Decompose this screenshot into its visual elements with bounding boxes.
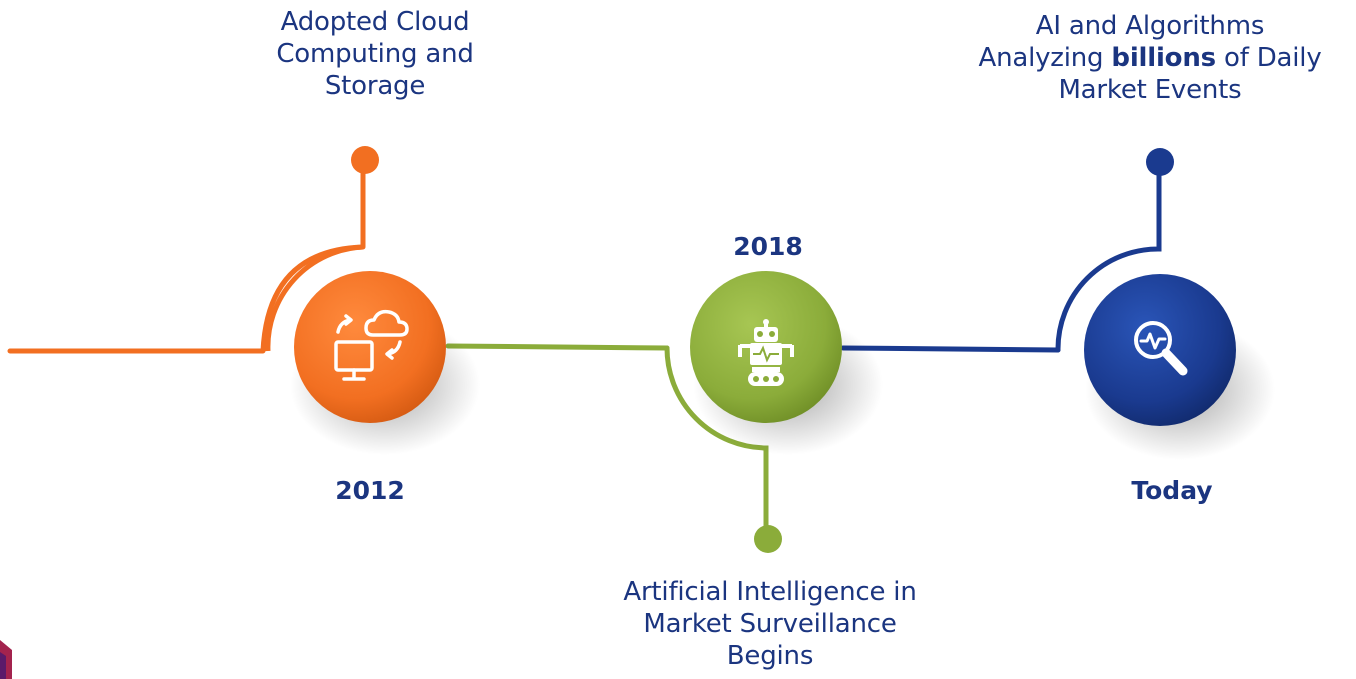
dot-orange: [351, 146, 379, 174]
caption-text: of Daily: [1215, 43, 1322, 73]
caption-today: AI and Algorithms Analyzing billions of …: [950, 10, 1350, 106]
dot-green: [754, 525, 782, 553]
year-label-today: Today: [1131, 476, 1213, 505]
dot-blue: [1146, 148, 1174, 176]
cloud-computing-icon: [334, 309, 409, 381]
caption-line: AI and Algorithms: [1035, 11, 1265, 41]
caption-2012: Adopted Cloud Computing and Storage: [220, 6, 530, 102]
connector-blue: [840, 345, 1061, 353]
caption-line: Begins: [726, 641, 814, 671]
arc-blue: [1055, 160, 1162, 353]
circle-2012: [294, 271, 446, 423]
caption-text: Analyzing: [978, 43, 1112, 73]
caption-line: Artificial Intelligence in: [623, 577, 917, 607]
connector-green: [445, 343, 670, 351]
year-label-2012: 2012: [335, 476, 405, 505]
caption-emphasis: billions: [1111, 43, 1216, 73]
year-label-2018: 2018: [733, 232, 803, 261]
circle-today: [1084, 274, 1236, 426]
caption-2018: Artificial Intelligence in Market Survei…: [560, 576, 980, 672]
caption-line: Analyzing billions of Daily: [950, 42, 1350, 74]
caption-line: Adopted Cloud: [280, 7, 470, 37]
caption-line: Computing and: [276, 39, 474, 69]
caption-line: Market Surveillance: [643, 609, 897, 639]
caption-line: Storage: [324, 71, 426, 101]
arc-orange: [265, 244, 364, 352]
caption-line: Market Events: [1058, 75, 1242, 105]
search-analytics-icon: [1134, 321, 1188, 376]
